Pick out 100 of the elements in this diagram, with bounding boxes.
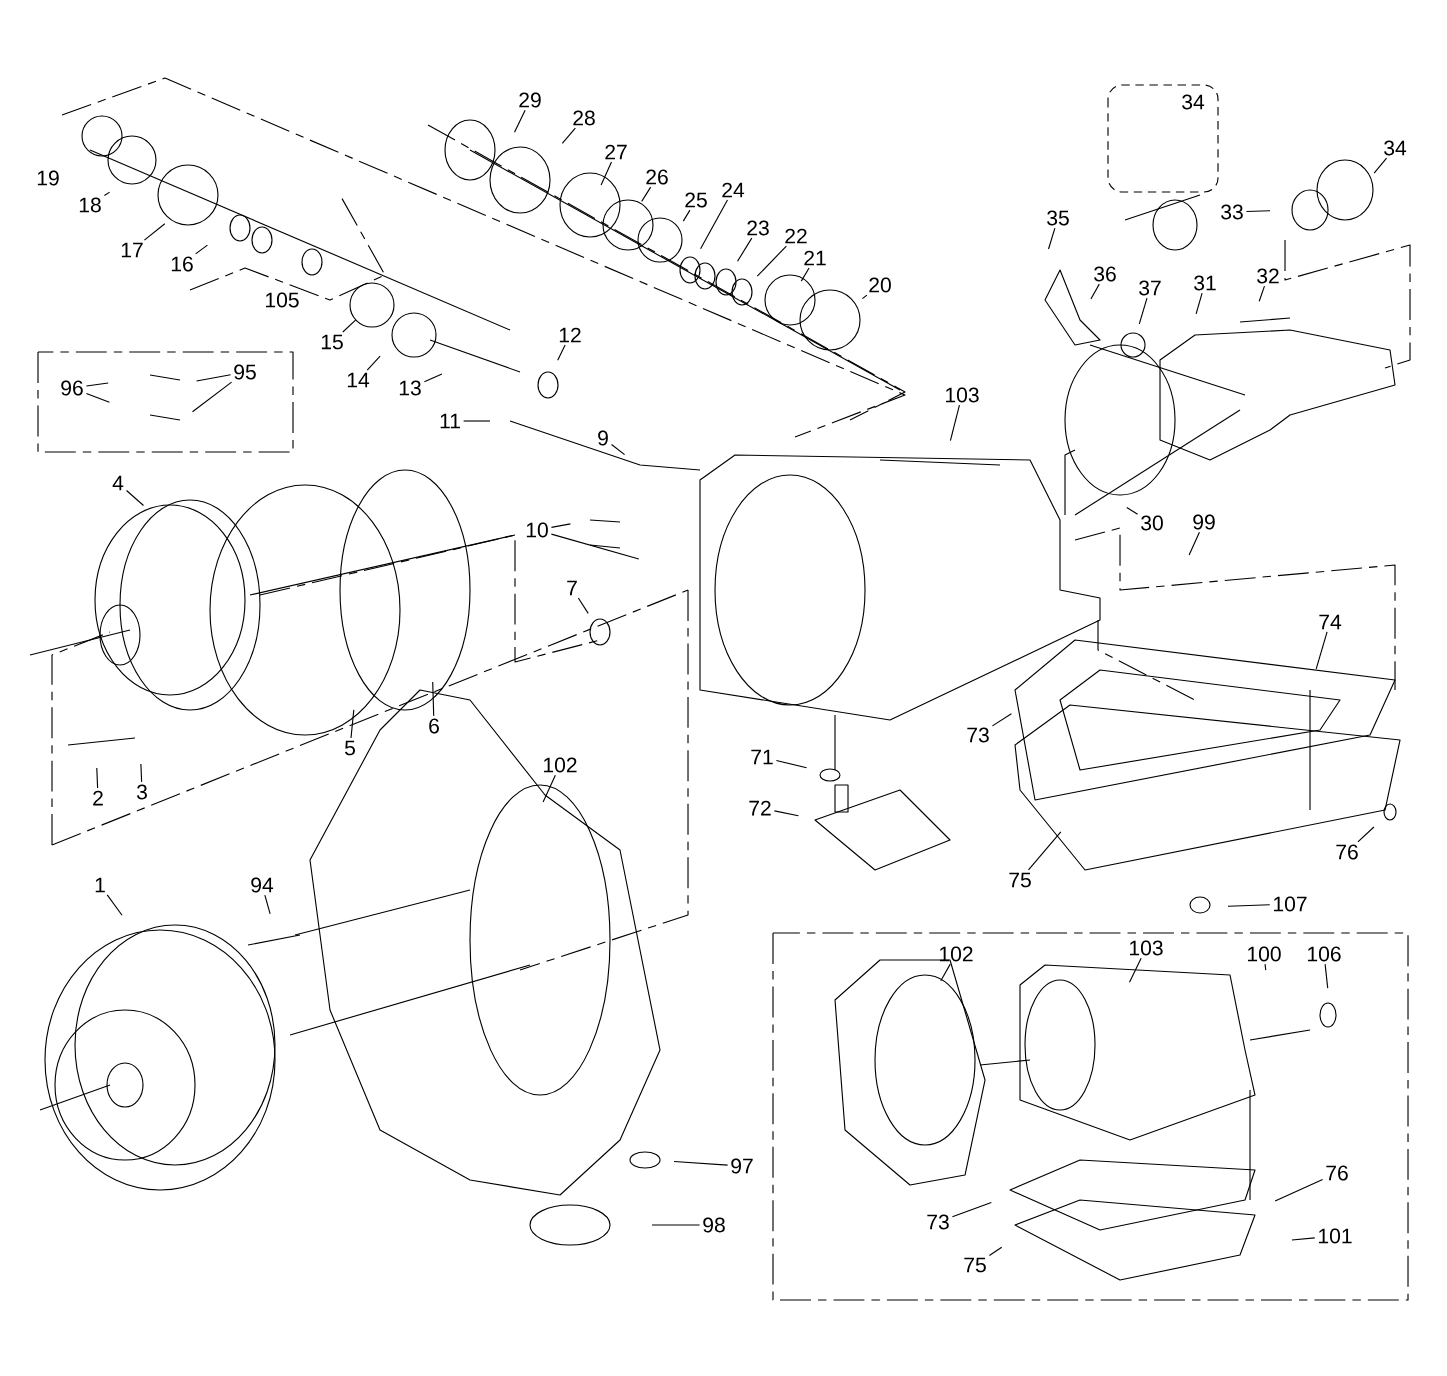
leader-line [342, 319, 357, 333]
leader-line [463, 420, 491, 422]
leader-line [1227, 904, 1271, 907]
callout-number: 18 [79, 197, 101, 213]
leader-line [673, 1160, 729, 1166]
leader-line [423, 373, 443, 383]
leader-line [106, 894, 123, 916]
callout-number: 30 [1141, 515, 1163, 531]
leader-line [951, 1201, 992, 1218]
leader-line [1315, 631, 1328, 670]
callout-number: 19 [37, 170, 59, 186]
leader-line [949, 404, 960, 442]
leader-line [550, 533, 640, 560]
callout-number: 107 [1274, 896, 1307, 912]
leader-line [775, 759, 808, 769]
callout-number: 15 [321, 334, 343, 350]
callout-number: 1 [95, 877, 105, 893]
callout-number: 3 [136, 784, 147, 800]
callout-number: 28 [573, 110, 595, 126]
leader-line [988, 1246, 1003, 1256]
leader-line [191, 381, 233, 413]
callout-number: 29 [519, 92, 541, 108]
leader-line [756, 245, 787, 277]
leader-line [103, 191, 111, 197]
callout-number: 4 [112, 475, 124, 491]
callout-number: 72 [749, 800, 771, 816]
callout-number: 76 [1326, 1165, 1348, 1181]
callout-number: 2 [93, 790, 103, 806]
callout-number: 33 [1221, 204, 1243, 220]
callout-number: 22 [785, 228, 807, 244]
callout-number: 35 [1047, 210, 1069, 226]
callout-number: 36 [1094, 266, 1116, 282]
callout-number: 101 [1319, 1228, 1352, 1244]
leader-line [432, 681, 435, 717]
callout-number: 98 [703, 1217, 725, 1233]
callout-number: 102 [544, 757, 577, 773]
callout-number: 10 [526, 522, 548, 538]
leader-line [1245, 210, 1271, 213]
callout-number: 25 [685, 192, 707, 208]
callout-number: 75 [964, 1257, 986, 1273]
leader-line [700, 199, 729, 250]
callout-number: 102 [940, 946, 973, 962]
leader-line [140, 763, 143, 783]
leader-line [1027, 831, 1062, 871]
leader-line [561, 127, 576, 144]
leader-line [651, 1224, 701, 1226]
leader-line [1357, 826, 1375, 843]
callout-number: 17 [121, 242, 143, 258]
callout-number: 75 [1009, 872, 1031, 888]
leader-line [1128, 957, 1142, 983]
leader-line [577, 597, 589, 614]
callout-number: 20 [869, 277, 891, 293]
leader-line [1195, 292, 1203, 315]
callout-number: 12 [559, 327, 581, 343]
callout-number: 94 [251, 877, 274, 893]
callout-number: 100 [1248, 946, 1281, 962]
leader-line [195, 244, 208, 255]
leader-line [264, 894, 271, 915]
leader-line [991, 713, 1012, 727]
leader-line [85, 382, 109, 387]
callout-number: 7 [567, 580, 577, 596]
leader-line [600, 161, 613, 186]
callout-number: 105 [266, 292, 299, 308]
leader-line [513, 109, 526, 133]
callout-number: 14 [347, 372, 370, 388]
leader-line [126, 490, 145, 507]
leader-line [1373, 157, 1388, 174]
leader-line [773, 810, 799, 817]
leader-line [85, 392, 110, 403]
leader-line [366, 355, 381, 371]
callout-number: 23 [747, 220, 769, 236]
callout-number: 96 [61, 380, 83, 396]
callout-number: 99 [1193, 514, 1215, 530]
leader-line [542, 774, 556, 803]
leader-line [800, 267, 810, 282]
leader-line [550, 523, 571, 528]
callout-number: 103 [946, 387, 979, 403]
callout-number: 6 [429, 718, 439, 734]
callout-number: 34 [1182, 94, 1205, 110]
leader-line [143, 223, 166, 241]
leader-line [1138, 297, 1148, 325]
callout-number: 24 [722, 182, 745, 198]
leader-line [641, 186, 652, 202]
callout-number: 32 [1257, 268, 1279, 284]
callout-number: 73 [927, 1214, 949, 1230]
leader-line [611, 444, 626, 456]
leader-line [1090, 283, 1100, 300]
callout-number: 11 [440, 413, 460, 429]
callout-number: 31 [1194, 275, 1216, 291]
callout-number: 76 [1336, 844, 1358, 860]
callout-number: 73 [967, 727, 989, 743]
callout-number: 34 [1384, 140, 1407, 156]
callout-number: 26 [646, 169, 668, 185]
leader-line [1047, 227, 1056, 250]
leader-line [861, 294, 868, 300]
leader-line [1324, 963, 1329, 989]
leader-line [350, 709, 355, 739]
callout-number: 37 [1139, 280, 1161, 296]
callout-number: 97 [731, 1158, 753, 1174]
leader-line [1274, 1178, 1324, 1202]
